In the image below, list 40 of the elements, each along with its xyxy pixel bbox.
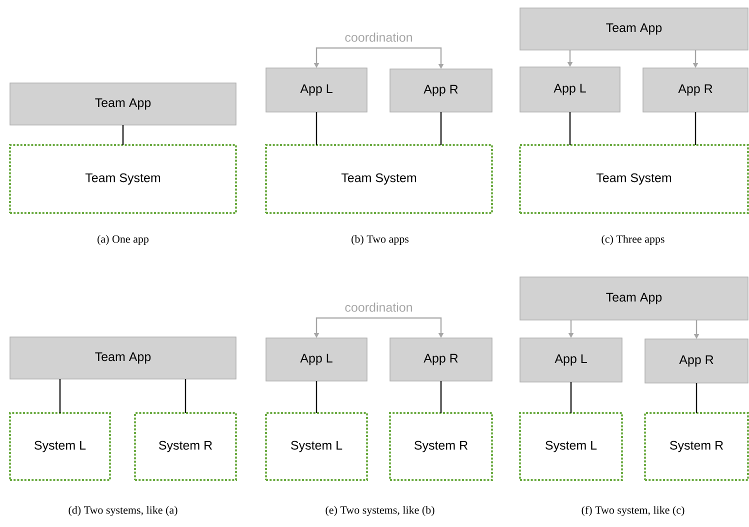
- connector-line: [316, 381, 318, 413]
- system-box: System R: [644, 412, 749, 481]
- process-box: App R: [644, 338, 748, 384]
- process-box: Team App: [520, 8, 748, 50]
- process-box: Team App: [10, 336, 236, 380]
- system-box: System L: [519, 412, 623, 481]
- connector-line: [440, 112, 442, 145]
- connector-line: [59, 379, 61, 413]
- system-box: Team System: [519, 144, 749, 214]
- process-box: App R: [642, 68, 748, 112]
- caption: (d) Two systems, like (a): [68, 506, 178, 516]
- process-box: App L: [520, 338, 622, 382]
- system-box: System L: [265, 412, 368, 481]
- connector-line: [694, 112, 696, 145]
- process-box: App R: [390, 68, 492, 112]
- system-box: Team System: [265, 144, 493, 214]
- connector-line: [316, 112, 318, 145]
- connector-line: [570, 382, 572, 413]
- caption: (a) One app: [98, 235, 149, 245]
- system-box: System R: [389, 412, 493, 481]
- system-box: System L: [9, 412, 111, 481]
- process-box: App L: [266, 68, 368, 112]
- connector-line: [122, 125, 124, 145]
- system-box: Team System: [9, 144, 237, 214]
- edge-label: coordination: [344, 32, 414, 43]
- connector-line: [440, 381, 442, 413]
- connector-line: [184, 379, 186, 413]
- connector-line: [569, 112, 571, 145]
- caption: (f) Two system, like (c): [582, 506, 684, 516]
- process-box: Team App: [520, 276, 748, 320]
- connector-line: [696, 383, 698, 413]
- edge-label: coordination: [344, 302, 414, 313]
- process-box: Team App: [10, 82, 236, 126]
- caption: (e) Two systems, like (b): [326, 506, 434, 516]
- system-box: System R: [134, 412, 237, 481]
- process-box: App L: [520, 66, 620, 112]
- process-box: App R: [390, 338, 492, 382]
- process-box: App L: [266, 338, 368, 382]
- caption: (c) Three apps: [602, 235, 664, 245]
- caption: (b) Two apps: [352, 235, 409, 245]
